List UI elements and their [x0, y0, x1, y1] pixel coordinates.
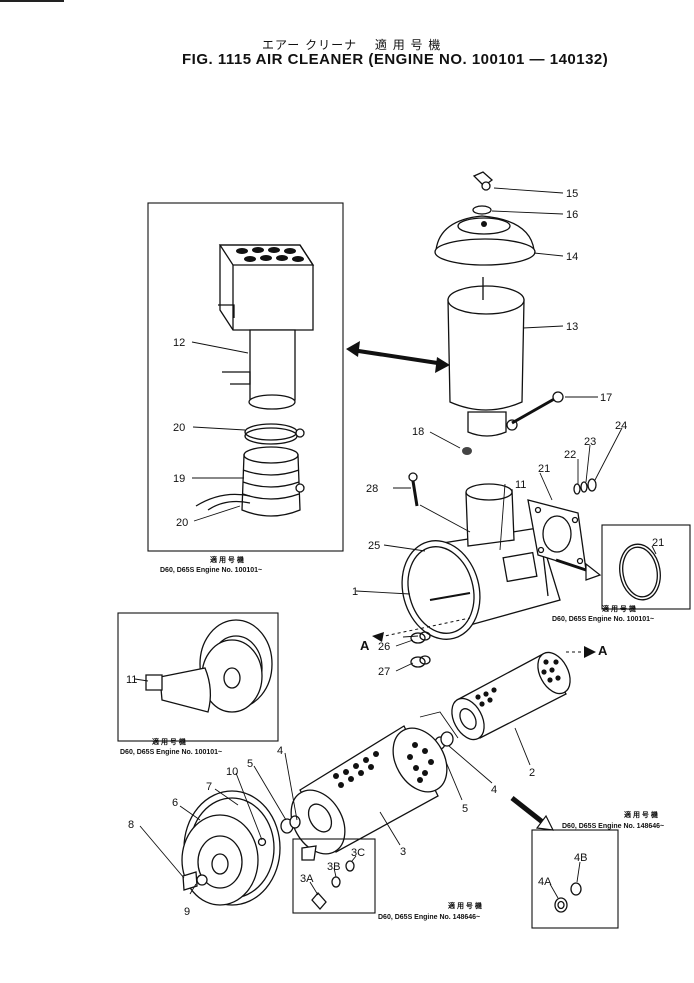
callout-4-right: 4 [491, 784, 497, 796]
plug-27 [410, 655, 431, 668]
callout-14: 14 [566, 251, 578, 263]
alt-hardware-box [292, 838, 376, 914]
box1-note: D60, D65S Engine No. 100101~ [160, 567, 262, 574]
box1-note-jp: 適 用 号 機 [210, 555, 244, 564]
nut-18 [462, 447, 472, 455]
callout-12: 12 [173, 337, 185, 349]
callout-3: 3 [400, 846, 406, 858]
alt-intake-box [147, 202, 344, 552]
figure-title: FIG. 1115 AIR CLEANER (ENGINE NO. 100101… [182, 51, 609, 68]
gasket-21 [527, 499, 587, 571]
callout-27: 27 [378, 666, 390, 678]
part-3c [345, 860, 355, 872]
alt-gasket-box [601, 524, 691, 610]
callout-22: 22 [564, 449, 576, 461]
callout-13: 13 [566, 321, 578, 333]
callout-11-main: 11 [515, 479, 526, 491]
callout-6: 6 [172, 797, 178, 809]
end-cover-6 [181, 790, 281, 906]
callout-18: 18 [412, 426, 424, 438]
gasket-21-alt [619, 543, 661, 601]
plug-26 [410, 631, 431, 644]
callout-19: 19 [173, 473, 185, 485]
callout-25: 25 [368, 540, 380, 552]
intake-hood-12 [218, 244, 315, 410]
nut-5-washer-4-left [280, 815, 301, 834]
box2-note-jp: 適 用 号 機 [602, 604, 636, 613]
callout-2: 2 [529, 767, 535, 779]
header-title-japanese: エアー クリーナ 適 用 号 機 [262, 38, 442, 52]
box2-note: D60, D65S Engine No. 100101~ [552, 616, 654, 623]
washer-16 [472, 205, 492, 215]
primary-element-3 [290, 725, 448, 855]
callout-8: 8 [128, 819, 134, 831]
bolt-17 [511, 391, 564, 425]
callout-26: 26 [378, 641, 390, 653]
callout-9: 9 [184, 906, 190, 918]
connection-arrow [346, 341, 450, 373]
air-cleaner-body-1 [401, 483, 561, 640]
callout-11-alt: 11 [126, 674, 137, 686]
box5-note: D60, D65S Engine No. 148646~ [562, 823, 664, 830]
precleaner-cap-14 [434, 215, 536, 266]
callout-16: 16 [566, 209, 578, 221]
alt-cover-box [117, 612, 279, 742]
callout-3b: 3B [327, 861, 340, 873]
callout-21-alt: 21 [652, 537, 664, 549]
hose-19 [241, 446, 305, 517]
clamp-20-lower [195, 493, 251, 507]
callout-4a: 4A [538, 876, 552, 888]
safety-element-2 [451, 651, 571, 741]
callout-1: 1 [352, 586, 358, 598]
wing-nut-15 [472, 171, 494, 191]
callout-5-left: 5 [247, 758, 253, 770]
box3-note: D60, D65S Engine No. 100101~ [120, 749, 222, 756]
precleaner-bowl-13 [447, 277, 525, 437]
part-3a [311, 892, 327, 910]
cover-alt [199, 619, 273, 713]
part-4a [554, 897, 568, 913]
evacuator-11-alt [145, 667, 212, 713]
callout-23: 23 [584, 436, 596, 448]
alt-washer-box [531, 829, 619, 929]
box3-note-jp: 適 用 号 機 [152, 737, 186, 746]
part-4b [570, 882, 582, 896]
callout-21-main: 21 [538, 463, 550, 475]
part-3b [331, 876, 341, 888]
box5-note-jp: 適 用 号 機 [624, 810, 658, 819]
callout-5-right: 5 [462, 803, 468, 815]
callout-4-left: 4 [277, 745, 283, 757]
callout-10: 10 [226, 766, 238, 778]
bolt-28 [408, 472, 419, 507]
box4-note-jp: 適 用 号 機 [448, 901, 482, 910]
wing-nut-8 [182, 871, 208, 891]
callout-7: 7 [206, 781, 212, 793]
callout-24: 24 [615, 420, 627, 432]
callout-15: 15 [566, 188, 578, 200]
section-marker-a-left: A [360, 638, 370, 653]
top-border-line [0, 0, 64, 2]
callout-17: 17 [600, 392, 612, 404]
hose-clamp-20-upper [244, 423, 305, 445]
callout-3a: 3A [300, 873, 314, 885]
callout-28: 28 [366, 483, 378, 495]
callout-20-upper: 20 [173, 422, 185, 434]
washers-22-23-24 [573, 478, 597, 495]
callout-3c: 3C [351, 847, 365, 859]
bracket-3-clip [301, 845, 317, 861]
callout-4b: 4B [574, 852, 587, 864]
section-marker-a-right: A [598, 643, 608, 658]
box4-note: D60, D65S Engine No. 148646~ [378, 914, 480, 921]
callout-20-lower: 20 [176, 517, 188, 529]
